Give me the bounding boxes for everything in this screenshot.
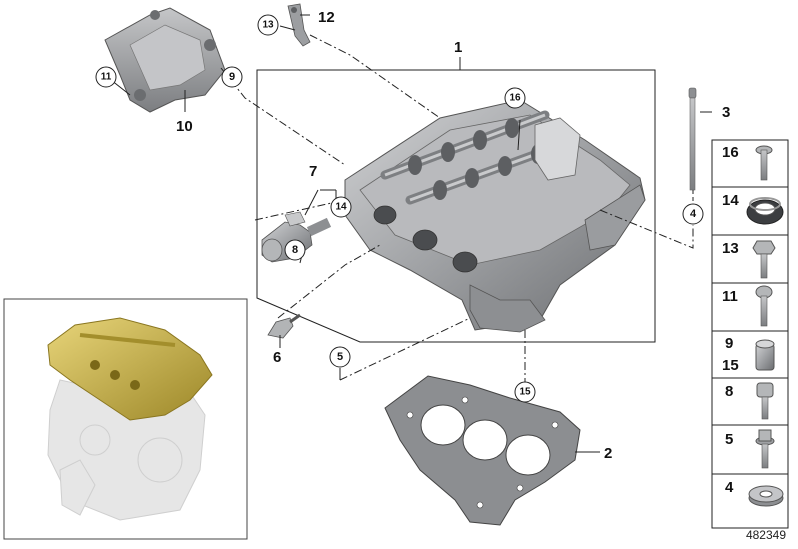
callout-2: 2 xyxy=(604,445,612,462)
svg-text:13: 13 xyxy=(262,20,274,31)
callout-9: 9 xyxy=(221,66,243,88)
svg-text:9: 9 xyxy=(229,71,235,83)
torx-bolt-long-icon xyxy=(755,285,773,327)
svg-text:5: 5 xyxy=(725,431,733,448)
cylinder-head-highlight xyxy=(47,317,213,421)
cylinder-head-bolt-illustration xyxy=(688,87,697,191)
svg-text:8: 8 xyxy=(292,244,298,256)
callout-12: 12 xyxy=(318,9,335,26)
legend-item-8: 8 xyxy=(725,382,774,420)
legend-item-11: 11 xyxy=(722,285,773,327)
callout-labels: 1 2 3 6 7 10 12 xyxy=(176,9,730,462)
svg-text:14: 14 xyxy=(722,192,739,209)
legend-item-13: 13 xyxy=(722,240,776,279)
legend-item-14: 14 xyxy=(722,192,784,225)
torx-bolt-icon xyxy=(755,145,773,181)
callout-3: 3 xyxy=(722,104,730,121)
callout-11: 11 xyxy=(95,66,117,88)
cylinder-head-illustration xyxy=(344,99,646,333)
callout-13: 13 xyxy=(257,14,279,36)
small-sensor-illustration xyxy=(267,313,301,339)
callout-5: 5 xyxy=(329,346,351,368)
svg-text:11: 11 xyxy=(101,72,112,83)
callout-7: 7 xyxy=(309,163,317,180)
callout-14: 14 xyxy=(330,196,352,218)
engine-overview-inset xyxy=(3,298,248,540)
svg-text:5: 5 xyxy=(337,351,343,363)
svg-text:9: 9 xyxy=(725,335,733,352)
circled-callouts: 4 5 8 9 11 13 14 15 16 xyxy=(95,14,704,403)
callout-6: 6 xyxy=(273,349,281,366)
dowel-sleeve-icon xyxy=(755,339,775,371)
hex-bolt-icon xyxy=(752,240,776,279)
svg-text:13: 13 xyxy=(722,240,739,257)
shaft-seal-icon xyxy=(746,197,784,225)
legend-item-5: 5 xyxy=(725,429,775,469)
legend-item-4: 4 xyxy=(725,479,784,507)
svg-text:4: 4 xyxy=(725,479,734,496)
svg-text:11: 11 xyxy=(722,288,738,305)
diagram-reference-number: 482349 xyxy=(745,528,786,542)
small-bracket-illustration xyxy=(287,3,311,47)
svg-text:8: 8 xyxy=(725,383,733,400)
cylinder-head-frame xyxy=(256,57,656,343)
callout-1: 1 xyxy=(454,39,462,56)
legend-item-16: 16 xyxy=(722,144,773,181)
svg-text:15: 15 xyxy=(722,357,739,374)
parts-legend: 16 14 13 11 xyxy=(711,139,789,529)
head-gasket-illustration xyxy=(384,375,581,526)
callout-8: 8 xyxy=(284,239,306,261)
legend-item-9-15: 9 15 xyxy=(722,335,775,374)
svg-text:14: 14 xyxy=(335,202,347,213)
svg-text:15: 15 xyxy=(519,387,531,398)
callout-4: 4 xyxy=(682,203,704,225)
svg-text:4: 4 xyxy=(690,208,697,220)
engine-bracket-illustration xyxy=(104,7,226,113)
callout-16: 16 xyxy=(504,87,526,109)
svg-text:16: 16 xyxy=(509,93,521,104)
socket-cap-screw-icon xyxy=(756,382,774,420)
flange-bolt-icon xyxy=(755,429,775,469)
callout-10: 10 xyxy=(176,118,193,135)
washer-icon xyxy=(748,485,784,507)
callout-15: 15 xyxy=(514,381,536,403)
svg-text:16: 16 xyxy=(722,144,739,161)
